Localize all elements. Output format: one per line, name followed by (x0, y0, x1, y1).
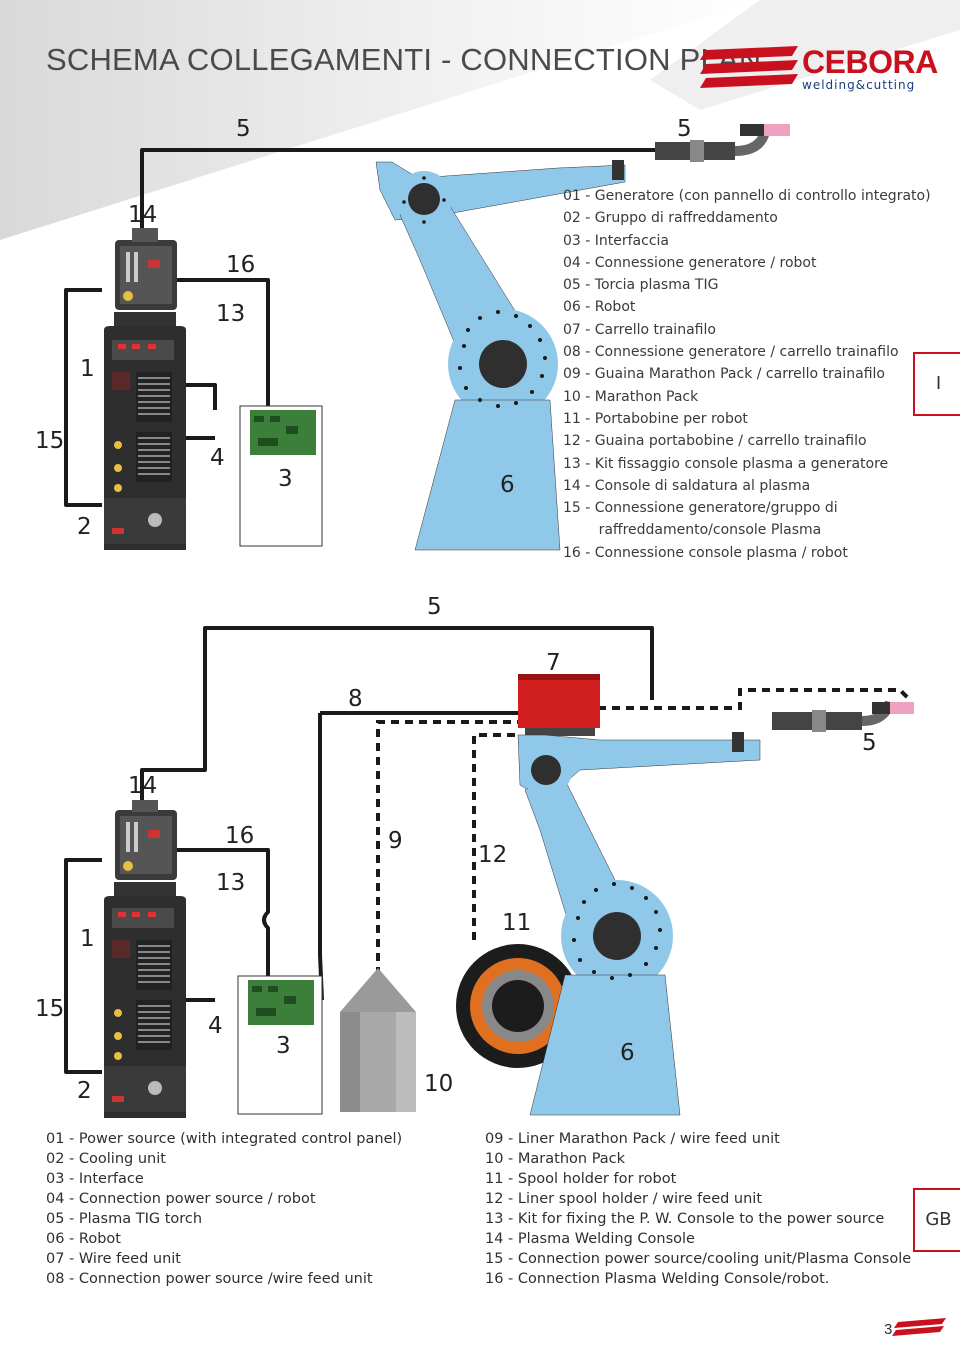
label-14: 14 (128, 202, 158, 228)
label-5: 5 (427, 594, 442, 620)
robot-2 (517, 732, 761, 1116)
legend-english-left: 01 - Power source (with integrated contr… (46, 1129, 402, 1289)
legend-item: 03 - Interface (46, 1171, 144, 1187)
legend-item: 04 - Connessione generatore / robot (563, 254, 817, 271)
label-16: 16 (226, 252, 256, 278)
interface-1 (239, 405, 323, 547)
legend-item: 11 - Spool holder for robot (485, 1171, 677, 1187)
legend-item: 15 - Connessione generatore/gruppo di (563, 500, 838, 517)
label-14: 14 (128, 773, 158, 799)
label-1: 1 (80, 926, 95, 952)
legend-item: 07 - Wire feed unit (46, 1251, 181, 1267)
label-5: 5 (862, 730, 877, 756)
legend-item: 13 - Kit for fixing the P. W. Console to… (485, 1211, 885, 1227)
label-3: 3 (276, 1033, 291, 1059)
label-13: 13 (216, 301, 246, 327)
legend-item: 10 - Marathon Pack (563, 388, 699, 405)
legend-item: 15 - Connection power source/cooling uni… (485, 1251, 912, 1267)
legend-item: 01 - Generatore (con pannello di control… (563, 188, 931, 204)
legend-item: 16 - Connection Plasma Welding Console/r… (485, 1271, 830, 1287)
label-13: 13 (216, 870, 246, 896)
page-title: SCHEMA COLLEGAMENTI - CONNECTION PLAN (46, 42, 762, 77)
torch-2 (772, 700, 914, 732)
legend-item: 11 - Portabobine per robot (563, 410, 748, 427)
legend-item: 14 - Console di saldatura al plasma (563, 477, 811, 494)
plasma-console-1 (115, 228, 177, 310)
power-source-2 (104, 896, 186, 1118)
footer-logo-mark (892, 1318, 946, 1336)
legend-item: 05 - Torcia plasma TIG (563, 277, 719, 294)
label-8: 8 (348, 686, 363, 712)
spool-holder (456, 944, 580, 1068)
label-15: 15 (35, 428, 65, 454)
label-3: 3 (278, 466, 293, 492)
legend-item: 14 - Plasma Welding Console (485, 1231, 695, 1247)
legend-item: 16 - Connessione console plasma / robot (563, 544, 848, 561)
legend-item: raffreddamento/console Plasma (563, 522, 822, 539)
brand-tagline: welding&cutting (802, 78, 916, 92)
legend-item: 12 - Guaina portabobine / carrello train… (563, 433, 867, 450)
wire-feed-unit (518, 674, 600, 736)
legend-item: 13 - Kit fissaggio console plasma a gene… (563, 455, 889, 472)
legend-item: 06 - Robot (563, 299, 636, 316)
label-4: 4 (210, 445, 225, 471)
label-6: 6 (500, 472, 515, 498)
brand-name: CEBORA (802, 44, 938, 80)
diagram-1 (64, 124, 790, 551)
label-16: 16 (225, 823, 255, 849)
label-2: 2 (77, 1078, 92, 1104)
label-5: 5 (677, 116, 692, 142)
legend-item: 06 - Robot (46, 1231, 121, 1247)
legend-item: 08 - Connection power source /wire feed … (46, 1271, 373, 1287)
legend-item: 07 - Carrello trainafilo (563, 321, 716, 338)
label-7: 7 (546, 650, 561, 676)
legend-item: 12 - Liner spool holder / wire feed unit (485, 1191, 763, 1207)
legend-item: 05 - Plasma TIG torch (46, 1211, 203, 1227)
label-1: 1 (80, 356, 95, 382)
interface-2 (237, 975, 323, 1115)
brand-swoosh-icon (700, 46, 798, 88)
legend-italian: 01 - Generatore (con pannello di control… (563, 185, 931, 564)
robot-1 (375, 160, 626, 551)
legend-item: 01 - Power source (with integrated contr… (46, 1131, 403, 1147)
language-tab-italian: I (913, 352, 960, 416)
diagram-2 (64, 626, 914, 1118)
legend-item: 02 - Cooling unit (46, 1151, 166, 1167)
label-6: 6 (620, 1040, 635, 1066)
label-4: 4 (208, 1013, 223, 1039)
legend-item: 03 - Interfaccia (563, 232, 669, 249)
label-5: 5 (236, 116, 251, 142)
label-12: 12 (478, 842, 508, 868)
legend-item: 10 - Marathon Pack (485, 1151, 626, 1167)
label-11: 11 (502, 910, 532, 936)
legend-item: 02 - Gruppo di raffreddamento (563, 210, 778, 227)
label-2: 2 (77, 514, 92, 540)
plasma-console-2 (115, 800, 177, 880)
power-source-1 (104, 326, 186, 550)
legend-item: 04 - Connection power source / robot (46, 1191, 316, 1207)
legend-item: 09 - Guaina Marathon Pack / carrello tra… (563, 366, 885, 383)
marathon-pack (340, 968, 416, 1112)
header-band (0, 0, 760, 240)
brand-logo: CEBORA welding&cutting (700, 44, 938, 92)
label-9: 9 (388, 828, 403, 854)
label-15: 15 (35, 996, 65, 1022)
label-10: 10 (424, 1071, 454, 1097)
legend-item: 09 - Liner Marathon Pack / wire feed uni… (485, 1131, 780, 1147)
page-number: 3 (884, 1321, 893, 1338)
legend-item: 08 - Connessione generatore / carrello t… (563, 344, 899, 361)
language-tab-english: GB (913, 1188, 960, 1252)
torch-1 (655, 124, 790, 162)
legend-english-right: 09 - Liner Marathon Pack / wire feed uni… (485, 1129, 911, 1289)
